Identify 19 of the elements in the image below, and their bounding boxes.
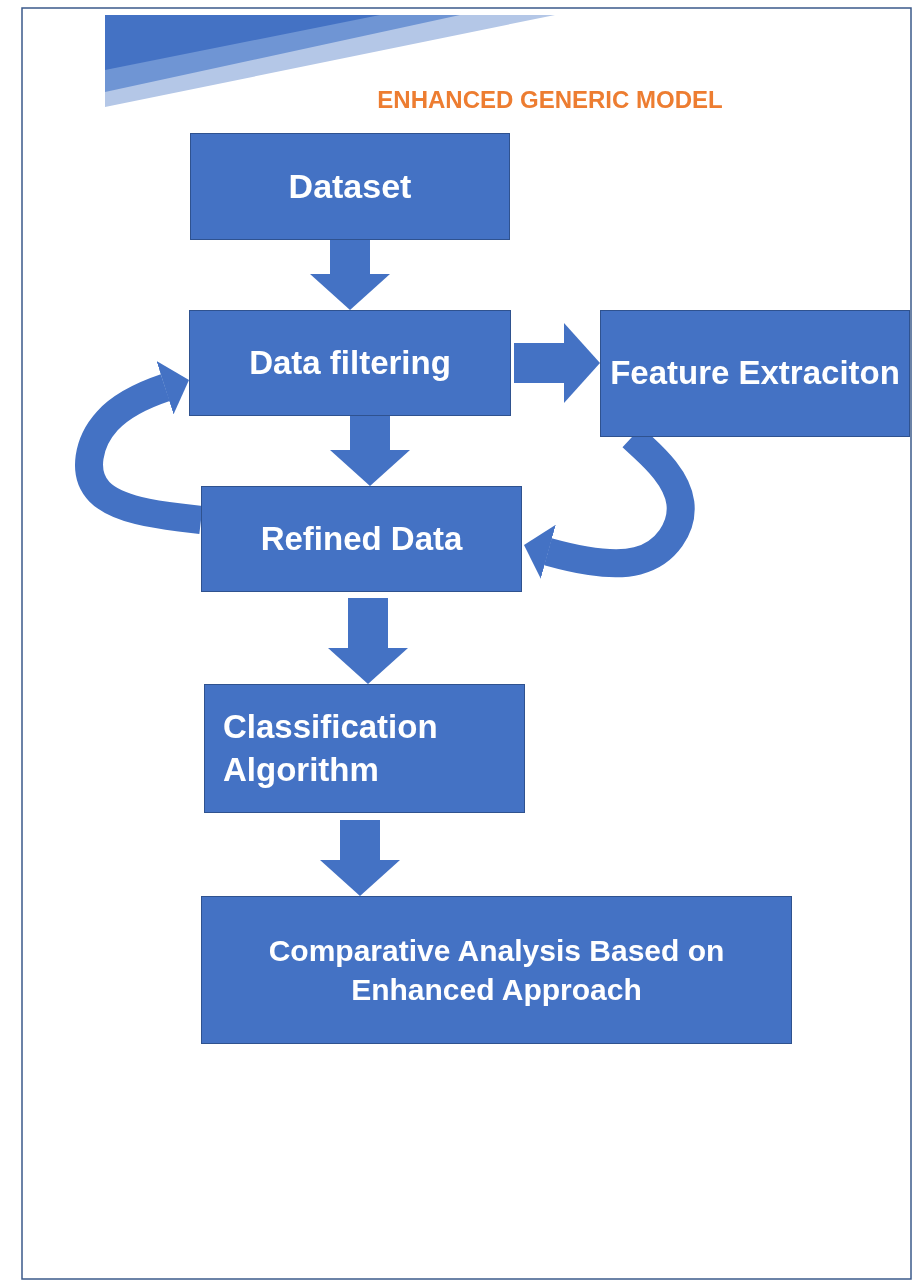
process-box [204,684,525,813]
diagram-title: ENHANCED GENERIC MODEL [376,86,724,114]
block-arrow [320,820,400,896]
process-box [189,310,511,416]
box-label: Refined Data [260,518,463,559]
box-label: Classification Algorithm [223,706,439,790]
box-label: Comparative Analysis Based on Enhanced Approach [267,933,726,1008]
block-arrow [328,598,408,684]
block-arrow [514,323,600,403]
block-arrow [330,416,410,486]
curved-arrow [75,361,203,534]
process-box [190,133,510,240]
box-label: Data filtering [249,342,451,383]
process-box [600,310,910,437]
block-arrow [310,240,390,310]
box-label: Feature Extraciton [610,353,900,394]
box-label: Dataset [288,166,412,208]
process-box [201,896,792,1044]
process-box [201,486,522,592]
